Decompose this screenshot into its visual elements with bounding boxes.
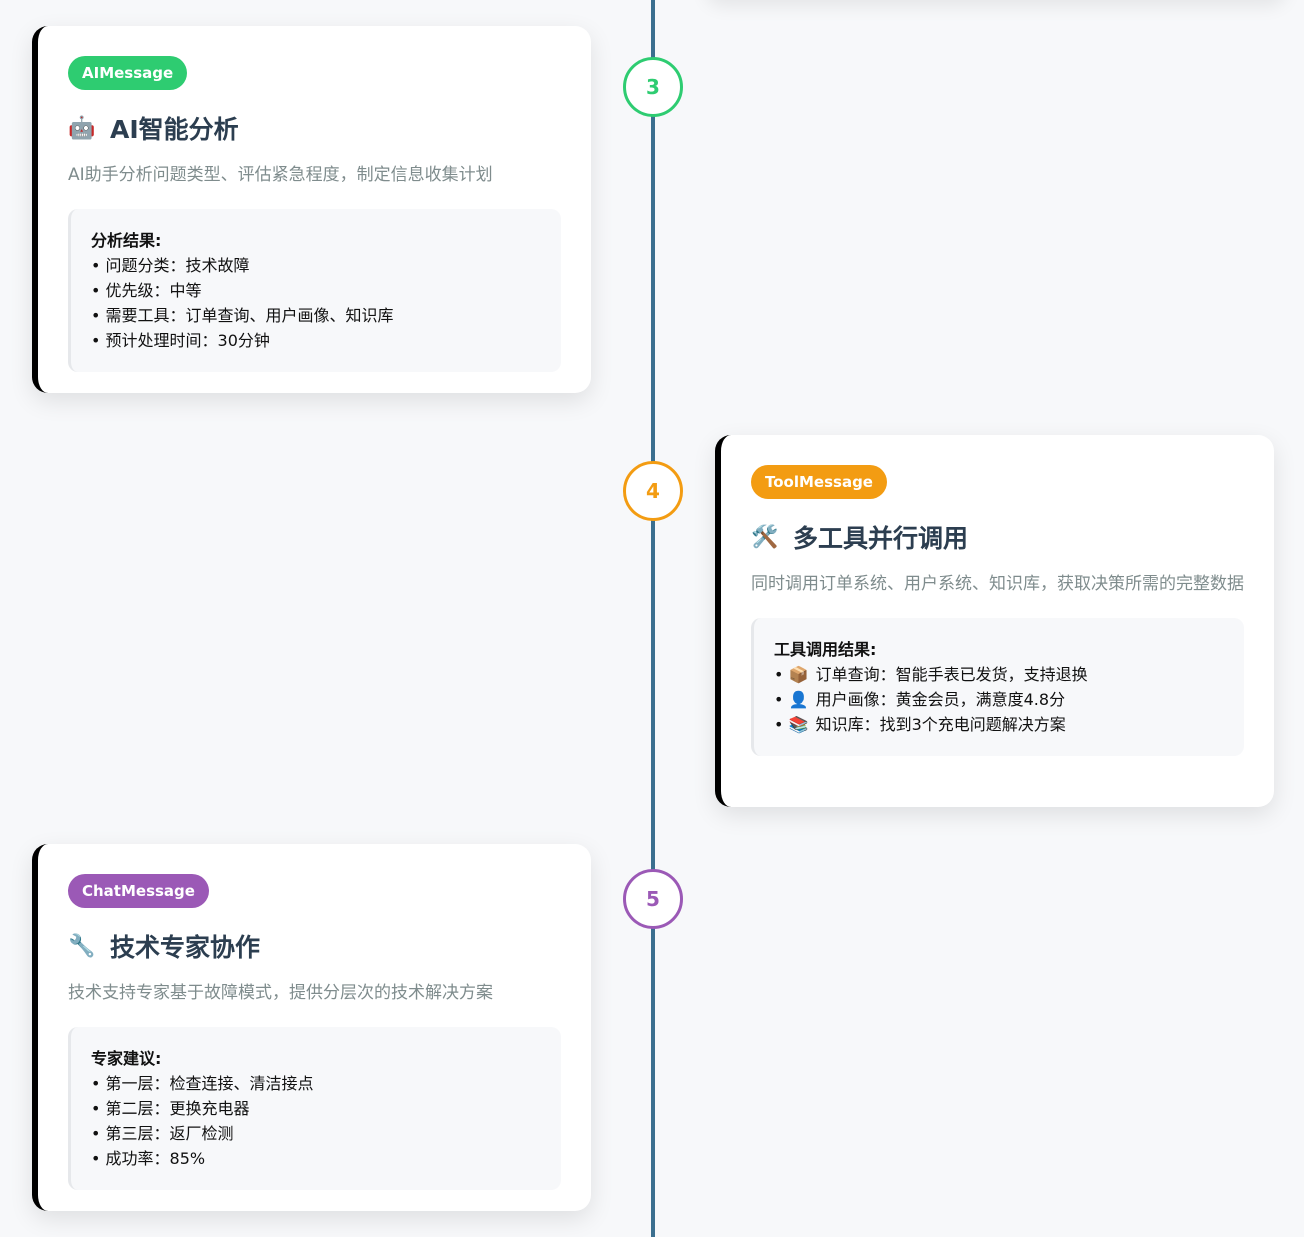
step-4-node: 4 [623,461,683,521]
step-number: 4 [646,479,660,503]
step-card-expert-collab: ChatMessage 🔧 技术专家协作 技术支持专家基于故障模式，提供分层次的… [32,844,591,1211]
step-number: 5 [646,887,660,911]
user-icon: 👤 [788,690,809,709]
detail-item: • 第二层：更换充电器 [91,1099,250,1118]
detail-item: • 第一层：检查连接、清洁接点 [91,1074,314,1093]
detail-item: • 优先级：中等 [91,281,202,300]
step-title: 🛠️ 多工具并行调用 [751,519,1244,555]
message-type-badge: ToolMessage [751,465,887,499]
tools-icon: 🛠️ [751,524,779,550]
detail-item: • 👤 用户画像：黄金会员，满意度4.8分 [774,687,1224,712]
detail-item: • 📦 订单查询：智能手表已发货，支持退换 [774,662,1224,687]
step-card-ai-analysis: AIMessage 🤖 AI智能分析 AI助手分析问题类型、评估紧急程度，制定信… [32,26,591,393]
robot-icon: 🤖 [68,115,96,141]
detail-item: • 📚 知识库：找到3个充电问题解决方案 [774,712,1224,737]
step-3-node: 3 [623,57,683,117]
detail-item: • 第三层：返厂检测 [91,1124,234,1143]
message-type-badge: AIMessage [68,56,188,90]
step-description: 同时调用订单系统、用户系统、知识库，获取决策所需的完整数据 [751,574,1244,594]
timeline-line [651,0,655,1237]
detail-label: 工具调用结果: [774,640,877,659]
wrench-icon: 🔧 [68,933,96,959]
books-icon: 📚 [788,715,809,734]
step-title-text: AI智能分析 [110,115,239,144]
detail-item: • 需要工具：订单查询、用户画像、知识库 [91,306,394,325]
step-number: 3 [646,75,660,99]
detail-item: • 问题分类：技术故障 [91,256,250,275]
step-card-tool-calls: ToolMessage 🛠️ 多工具并行调用 同时调用订单系统、用户系统、知识库… [715,435,1274,807]
detail-label: 专家建议: [91,1049,162,1068]
detail-label: 分析结果: [91,231,162,250]
step-title: 🔧 技术专家协作 [68,928,561,964]
package-icon: 📦 [788,665,809,684]
step-title-text: 技术专家协作 [110,933,261,962]
step-description: 技术支持专家基于故障模式，提供分层次的技术解决方案 [68,983,493,1003]
detail-item: • 预计处理时间：30分钟 [91,331,270,350]
step-5-node: 5 [623,869,683,929]
expert-advice-box: 专家建议: • 第一层：检查连接、清洁接点 • 第二层：更换充电器 • 第三层：… [68,1027,561,1190]
detail-item: • 成功率：85% [91,1149,206,1168]
analysis-result-box: 分析结果: • 问题分类：技术故障 • 优先级：中等 • 需要工具：订单查询、用… [68,209,561,372]
step-title: 🤖 AI智能分析 [68,110,561,146]
message-type-badge: ChatMessage [68,874,209,908]
step-description: AI助手分析问题类型、评估紧急程度，制定信息收集计划 [68,165,493,185]
tool-result-box: 工具调用结果: • 📦 订单查询：智能手表已发货，支持退换 • 👤 用户画像：黄… [751,618,1244,756]
step-title-text: 多工具并行调用 [793,524,969,553]
